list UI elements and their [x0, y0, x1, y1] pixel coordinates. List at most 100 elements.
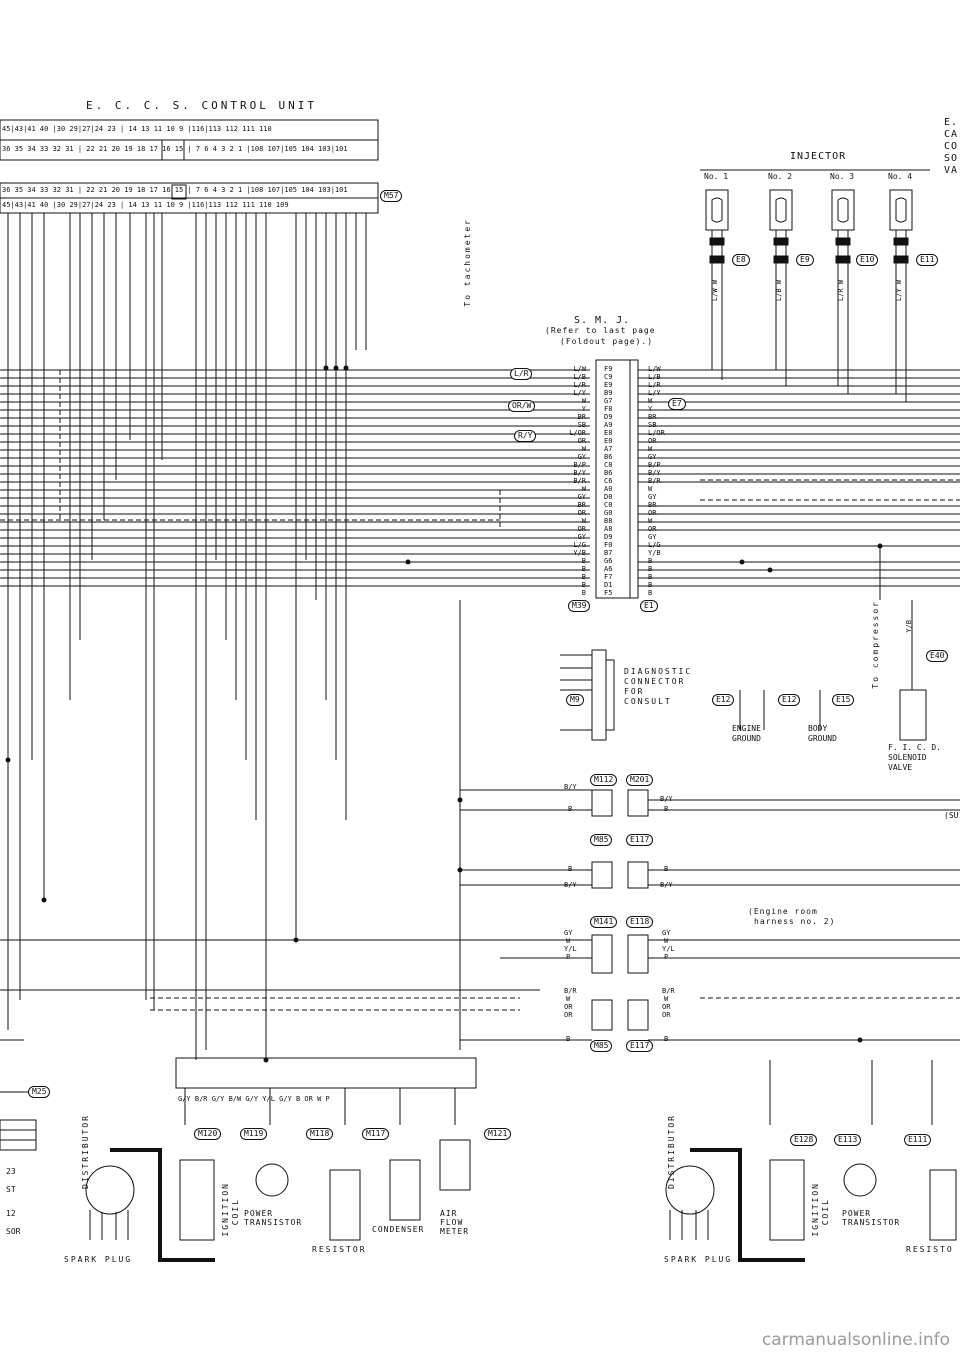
smj-pin-28: F5: [604, 589, 613, 597]
smj-right-wire-18: OR: [648, 509, 657, 517]
wire-br-2: B/R: [662, 987, 675, 995]
smj-pin-8: E8: [604, 429, 613, 437]
diagnostic-label-2: CONNECTOR: [624, 677, 686, 686]
e12a-badge: E12: [712, 694, 735, 706]
injector-no2-wires: L/B W: [775, 280, 783, 302]
mid-connectors: [0, 600, 960, 1050]
ignition-coil-right-label-1: IGNITION: [811, 1182, 820, 1237]
smj-right-wire-16: GY: [648, 493, 657, 501]
m25-badge: M25: [28, 1086, 51, 1098]
smj-pin-14: C6: [604, 477, 613, 485]
body-ground-1: BODY: [808, 724, 828, 733]
wire-yl-1: Y/L: [564, 945, 577, 953]
wire-b-2: B: [664, 805, 669, 813]
ficd-label-3: VALVE: [888, 763, 913, 772]
ecu-pin-wires: [7, 213, 367, 1060]
smj-left-wire-16: GY: [577, 493, 586, 501]
m85a-badge: M85: [590, 834, 613, 846]
smj-pin-2: E9: [604, 381, 613, 389]
injector-no4-label: No. 4: [888, 172, 913, 181]
e111-badge: E111: [904, 1134, 932, 1146]
smj-right-wire-14: B/R: [648, 477, 661, 485]
injector-title: INJECTOR: [790, 151, 847, 162]
right-edge-1: E.: [944, 117, 959, 128]
ignition-coil-label-2: COIL: [231, 1198, 240, 1226]
e12b-badge: E12: [778, 694, 801, 706]
diagnostic-connector: [591, 649, 607, 741]
right-edge-5: VA: [944, 165, 959, 176]
smj-left-wire-21: GY: [577, 533, 586, 541]
smj-pin-13: B6: [604, 469, 613, 477]
ecu-top-row-2: 36 35 34 33 32 31 | 22 21 20 19 18 17 16…: [2, 145, 348, 153]
wire-b-5: B: [566, 1035, 571, 1043]
left-fragment-st: ST: [6, 1185, 16, 1194]
engine-ground-1: ENGINE: [732, 724, 761, 733]
to-tachometer-label: To tachometer: [463, 218, 472, 307]
smj-right-wire-9: OR: [648, 437, 657, 445]
smj-right-connector: E1: [640, 600, 658, 612]
condenser-label: CONDENSER: [372, 1225, 425, 1234]
smj-pin-9: E0: [604, 437, 613, 445]
m117-badge: M117: [362, 1128, 390, 1140]
smj-pin-19: B8: [604, 517, 613, 525]
smj-pin-0: F9: [604, 365, 613, 373]
ecu-top-row-1: 45|43|41 40 |30 29|27|24 23 | 14 13 11 1…: [2, 125, 272, 133]
left-fragment-sor: SOR: [6, 1227, 21, 1236]
wire-b-1: B: [568, 805, 573, 813]
m141-badge: M141: [590, 916, 618, 928]
ecu-bottom-wire-colors: G/Y B/R G/Y B/W G/Y Y/L G/Y B OR W P: [178, 1095, 330, 1103]
distributor-label: DISTRIBUTOR: [81, 1114, 90, 1189]
smj-left-wire-0: L/W: [573, 365, 586, 373]
smj-left-wire-3: L/Y: [573, 389, 586, 397]
watermark: carmanualsonline.info: [761, 1330, 950, 1350]
smj-pin-22: F0: [604, 541, 613, 549]
orw-wire-badge: OR/W: [508, 400, 536, 412]
smj-left-wire-9: OR: [577, 437, 586, 445]
wire-gy-1: GY: [564, 929, 573, 937]
smj-pin-3: B9: [604, 389, 613, 397]
e118-badge: E118: [626, 916, 654, 928]
air-flow-meter-label-3: METER: [440, 1227, 470, 1236]
m201-badge: M201: [626, 774, 654, 786]
smj-note-2: (Foldout page).): [560, 337, 654, 346]
injector-no1-label: No. 1: [704, 172, 729, 181]
smj-right-wire-3: L/Y: [648, 389, 661, 397]
smj-left-wire-23: Y/B: [573, 549, 586, 557]
smj-left-wire-24: B: [581, 557, 586, 565]
wire-or-2: OR: [564, 1011, 573, 1019]
smj-pin-4: G7: [604, 397, 613, 405]
wire-yl-2: Y/L: [662, 945, 675, 953]
smj-left-wire-25: B: [581, 565, 586, 573]
smj-right-wire-25: B: [648, 565, 653, 573]
smj-right-wire-28: B: [648, 589, 653, 597]
power-transistor-label-1: POWER: [244, 1209, 274, 1218]
m121-badge: M121: [484, 1128, 512, 1140]
resistor-label: RESISTOR: [312, 1245, 367, 1254]
ignition-coil-label-1: IGNITION: [221, 1182, 230, 1237]
smj-right-wire-19: W: [648, 517, 653, 525]
ficd-valve: [899, 689, 927, 741]
smj-left-wire-4: W: [581, 397, 586, 405]
smj-right-wire-8: L/OR: [648, 429, 665, 437]
lr-wire-badge: L/R: [510, 368, 533, 380]
smj-right-wire-13: B/Y: [648, 469, 661, 477]
right-edge-3: CO: [944, 141, 959, 152]
smj-left-wire-2: L/R: [573, 381, 586, 389]
diagnostic-label-1: DIAGNOSTIC: [624, 667, 693, 676]
wire-b-3: B: [568, 865, 573, 873]
m119-badge: M119: [240, 1128, 268, 1140]
smj-left-wire-12: B/P: [573, 461, 586, 469]
spark-plug-label: SPARK PLUG: [64, 1255, 133, 1264]
smj-left-wire-27: B: [581, 581, 586, 589]
smj-right-wire-24: B: [648, 557, 653, 565]
power-transistor-right-label-1: POWER: [842, 1209, 872, 1218]
injector-no3-wires: L/R W: [837, 280, 845, 302]
smj-left-wire-6: BR: [577, 413, 586, 421]
smj-pin-15: A0: [604, 485, 613, 493]
diagnostic-label-4: CONSULT: [624, 697, 672, 706]
engine-room-note-1: (Engine room: [748, 907, 818, 916]
smj-left-wire-11: GY: [577, 453, 586, 461]
wire-by-3: B/Y: [564, 881, 577, 889]
wire-p-1: P: [566, 953, 571, 961]
